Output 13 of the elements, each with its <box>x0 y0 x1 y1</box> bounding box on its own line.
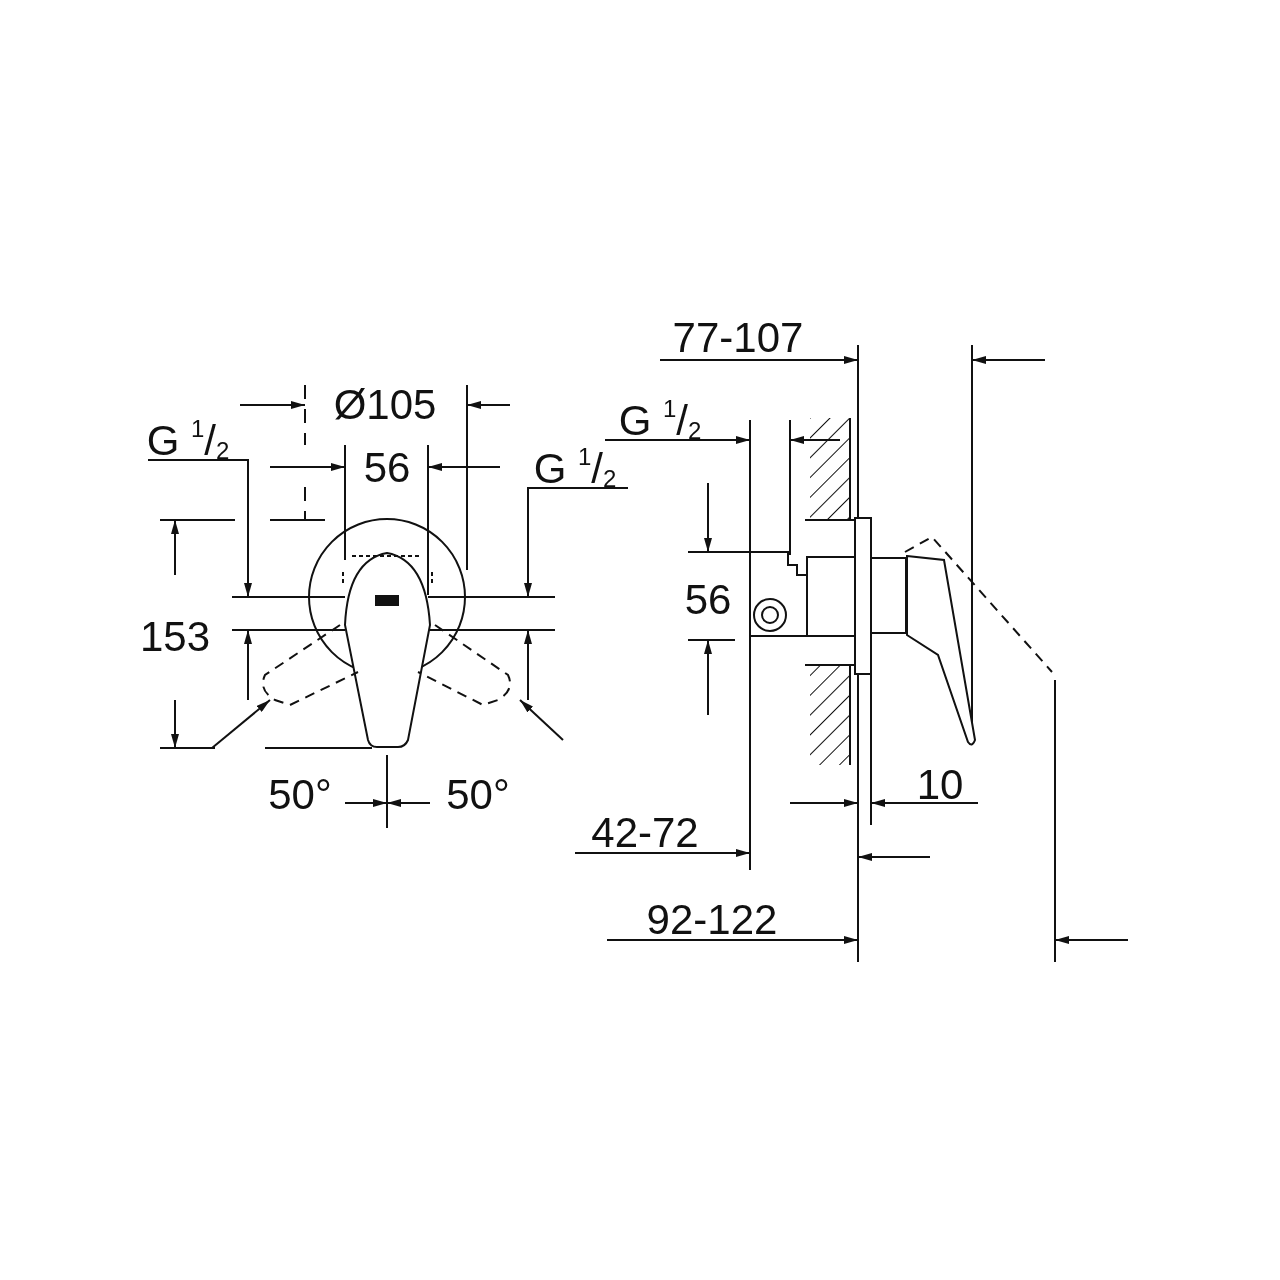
dimension-label: 50° <box>268 774 332 816</box>
dimension-label: 42-72 <box>591 812 699 854</box>
dimension-label: 56 <box>363 447 411 489</box>
dimension-label: 92-122 <box>646 899 778 941</box>
dimension-label: 10 <box>916 764 964 806</box>
dimension-label: 153 <box>139 616 211 658</box>
dimension-label: Ø105 <box>333 384 437 426</box>
dimension-label: G $^{1}$/$_{2}$ <box>618 397 702 443</box>
dimension-label: G $^{1}$/$_{2}$ <box>146 417 230 463</box>
dimension-label: G $^{1}$/$_{2}$ <box>533 445 617 491</box>
dimension-label: 56 <box>684 579 732 621</box>
dimension-label: 77-107 <box>672 317 804 359</box>
dimension-label: 50° <box>446 774 510 816</box>
